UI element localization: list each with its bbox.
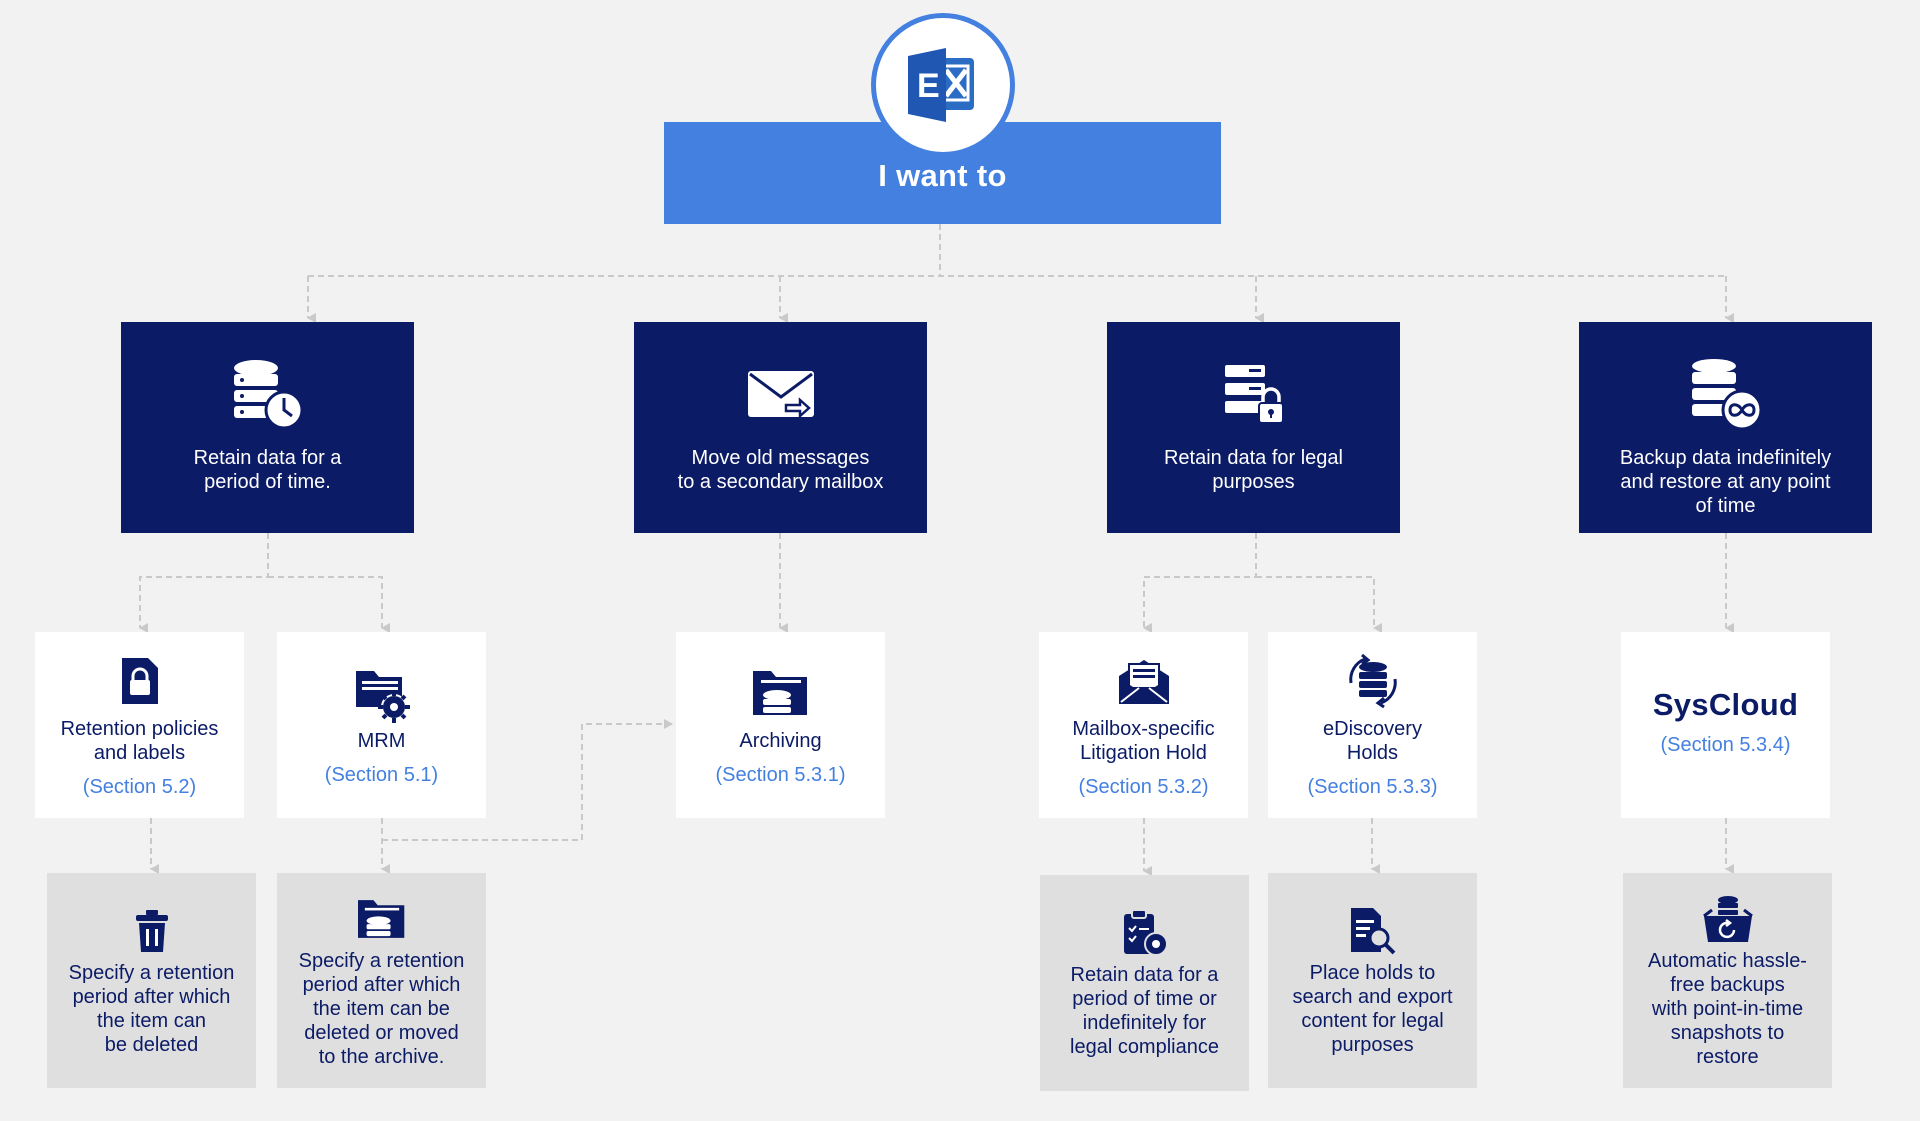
detail-label: Specify a retention period after which t… <box>68 961 235 1056</box>
detail-policies: Specify a retention period after which t… <box>47 873 256 1088</box>
solution-mrm[interactable]: MRM (Section 5.1) <box>277 632 486 818</box>
solution-label: Retention policies and labels <box>60 718 219 764</box>
section-reference[interactable]: (Section 5.3.3) <box>1307 776 1438 798</box>
folder-database-icon <box>751 663 811 723</box>
database-sync-icon <box>1345 651 1401 711</box>
solution-label: Archiving <box>739 730 822 752</box>
detail-label: Automatic hassle- free backups with poin… <box>1648 949 1807 1068</box>
solution-syscloud[interactable]: SysCloud (Section 5.3.4) <box>1621 632 1830 818</box>
category-label: Move old messages to a secondary mailbox <box>677 447 884 493</box>
solution-archiving[interactable]: Archiving (Section 5.3.1) <box>676 632 885 818</box>
section-reference[interactable]: (Section 5.3.4) <box>1660 734 1791 756</box>
syscloud-brand: SysCloud <box>1652 687 1799 722</box>
mail-open-icon <box>1117 651 1171 711</box>
category-label: Backup data indefinitely and restore at … <box>1619 447 1832 517</box>
trash-icon <box>134 905 170 957</box>
category-backup[interactable]: Backup data indefinitely and restore at … <box>1579 322 1872 533</box>
category-label: Retain data for legal purposes <box>1163 447 1343 493</box>
detail-label: Retain data for a period of time or inde… <box>1070 964 1219 1058</box>
solution-ediscovery[interactable]: eDiscovery Holds (Section 5.3.3) <box>1268 632 1477 818</box>
category-retain-legal[interactable]: Retain data for legal purposes <box>1107 322 1400 533</box>
solution-retention-policies[interactable]: Retention policies and labels (Section 5… <box>35 632 244 818</box>
server-lock-icon <box>1221 356 1287 432</box>
box-restore-icon <box>1702 893 1754 945</box>
category-move-messages[interactable]: Move old messages to a secondary mailbox <box>634 322 927 533</box>
section-reference[interactable]: (Section 5.1) <box>324 764 439 786</box>
database-infinity-icon <box>1688 356 1764 432</box>
document-search-icon <box>1349 905 1397 957</box>
detail-ediscovery: Place holds to search and export content… <box>1268 873 1477 1088</box>
section-reference[interactable]: (Section 5.3.1) <box>715 764 846 786</box>
detail-syscloud: Automatic hassle- free backups with poin… <box>1623 873 1832 1088</box>
solution-label: MRM <box>357 730 406 752</box>
folder-database-icon <box>355 893 409 945</box>
solution-litigation-hold[interactable]: Mailbox-specific Litigation Hold (Sectio… <box>1039 632 1248 818</box>
svg-text:E: E <box>917 67 940 105</box>
section-reference[interactable]: (Section 5.2) <box>82 776 197 798</box>
detail-label: Place holds to search and export content… <box>1292 961 1453 1056</box>
database-clock-icon <box>228 356 308 432</box>
category-label: Retain data for a period of time. <box>193 447 342 493</box>
root-label: I want to <box>878 158 1007 193</box>
category-retain-period[interactable]: Retain data for a period of time. <box>121 322 414 533</box>
section-reference[interactable]: (Section 5.3.2) <box>1078 776 1209 798</box>
folder-gear-icon <box>352 663 412 723</box>
solution-label: eDiscovery Holds <box>1323 718 1422 764</box>
detail-mrm: Specify a retention period after which t… <box>277 873 486 1088</box>
exchange-logo-icon: E <box>871 13 1015 157</box>
document-lock-icon <box>120 651 160 711</box>
detail-litigation: Retain data for a period of time or inde… <box>1040 875 1249 1091</box>
clipboard-gear-icon <box>1120 907 1170 959</box>
envelope-arrow-icon <box>746 356 816 432</box>
detail-label: Specify a retention period after which t… <box>298 949 465 1068</box>
solution-label: Mailbox-specific Litigation Hold <box>1072 718 1215 764</box>
